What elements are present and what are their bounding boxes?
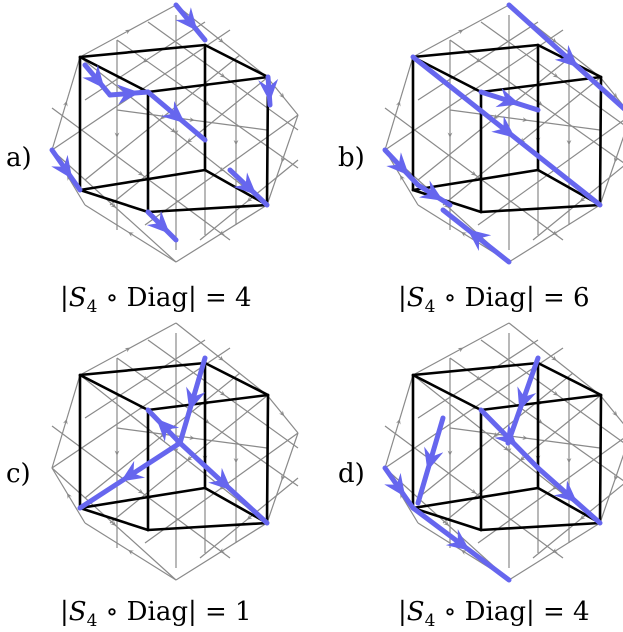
panel-c-graph (51, 322, 299, 581)
outline-edge (266, 394, 299, 434)
outline-edge (175, 322, 268, 396)
outline-edge (266, 114, 299, 206)
cube-edge (411, 486, 540, 510)
highlight-arrow (82, 64, 105, 89)
highlight-arrow (424, 446, 444, 472)
highlight-arrow (517, 386, 537, 411)
cube-edge (479, 393, 603, 412)
panel-c (51, 322, 299, 581)
panel-a-caption: |S4 ∘ Diag| = 4 (60, 283, 252, 317)
outline-edge (508, 322, 601, 396)
highlight-arrow (418, 180, 444, 201)
cube-edge (411, 168, 540, 192)
outline-edge (84, 204, 177, 263)
cube-edge (146, 75, 270, 94)
panel-b-graph (382, 2, 623, 265)
highlight-arrow (233, 172, 257, 196)
cube-edge (536, 361, 603, 397)
panel-a-graph (49, 2, 299, 263)
highlight-arrow (146, 210, 170, 234)
panel-c-caption: |S4 ∘ Diag| = 1 (60, 597, 252, 631)
panel-a (49, 2, 299, 263)
cube-edge (203, 486, 269, 525)
cube-edge (78, 43, 207, 59)
lattice-line (116, 427, 268, 449)
cube-edge (479, 521, 602, 532)
highlight-arrow (161, 100, 185, 124)
highlight-arrow (175, 7, 198, 31)
highlight-arrow (494, 423, 518, 447)
cube-edge (78, 188, 150, 214)
cube-edge (265, 393, 270, 525)
highlight-arrow (445, 529, 470, 551)
cube-edge (411, 361, 540, 377)
panel-b-caption: |S4 ∘ Diag| = 6 (398, 283, 590, 317)
lattice-line (79, 56, 268, 206)
lattice-line (449, 427, 601, 449)
cube-edge (78, 506, 150, 532)
cube-edge (78, 361, 207, 377)
cube-edge (479, 75, 603, 94)
highlight-arrow (186, 386, 206, 412)
highlight-arrow (495, 88, 520, 108)
panel-a-label: a) (6, 143, 32, 173)
cube-edge (146, 203, 269, 214)
outline-edge (84, 522, 177, 581)
cube-edge (146, 393, 270, 412)
cube-edge (411, 373, 483, 412)
highlight-arrow (156, 418, 180, 442)
outline-edge (384, 56, 414, 151)
cube-edge (598, 393, 603, 525)
highlight-arrow (491, 116, 516, 138)
cube-edge (411, 43, 540, 59)
highlight-arrow (51, 154, 73, 180)
highlight-arrow (386, 152, 410, 176)
highlight-arrow (384, 472, 406, 498)
lattice-line (449, 109, 601, 131)
panel-d (382, 322, 623, 583)
lattice-line (84, 54, 241, 181)
cube-edge (203, 361, 270, 397)
cube-edge (146, 521, 269, 532)
highlight-arrow (467, 229, 492, 251)
cube-edge (203, 43, 270, 79)
cube-edge (78, 373, 150, 412)
outline-edge (51, 56, 81, 151)
highlight-arrow (554, 44, 579, 68)
highlight-arrow (553, 480, 578, 503)
cube-edge (411, 506, 483, 532)
panel-b (382, 2, 623, 265)
outline-edge (266, 432, 299, 524)
outline-edge (384, 374, 414, 469)
cube-edge (78, 486, 207, 510)
panel-c-label: c) (6, 459, 31, 489)
highlight-arrow (120, 460, 146, 482)
lattice-line (417, 54, 574, 181)
cube-edge (78, 168, 207, 192)
outline-edge (599, 394, 623, 425)
cube-edge (598, 75, 603, 207)
outline-edge (175, 4, 268, 78)
cube-edge (479, 203, 602, 214)
lattice-line (199, 159, 299, 241)
panel-b-label: b) (338, 143, 365, 173)
lattice-line (199, 477, 299, 559)
outline-edge (51, 374, 81, 469)
panel-d-label: d) (338, 459, 365, 489)
panel-d-graph (382, 322, 623, 583)
panel-d-caption: |S4 ∘ Diag| = 4 (398, 597, 590, 631)
highlight-arrow (208, 467, 232, 491)
